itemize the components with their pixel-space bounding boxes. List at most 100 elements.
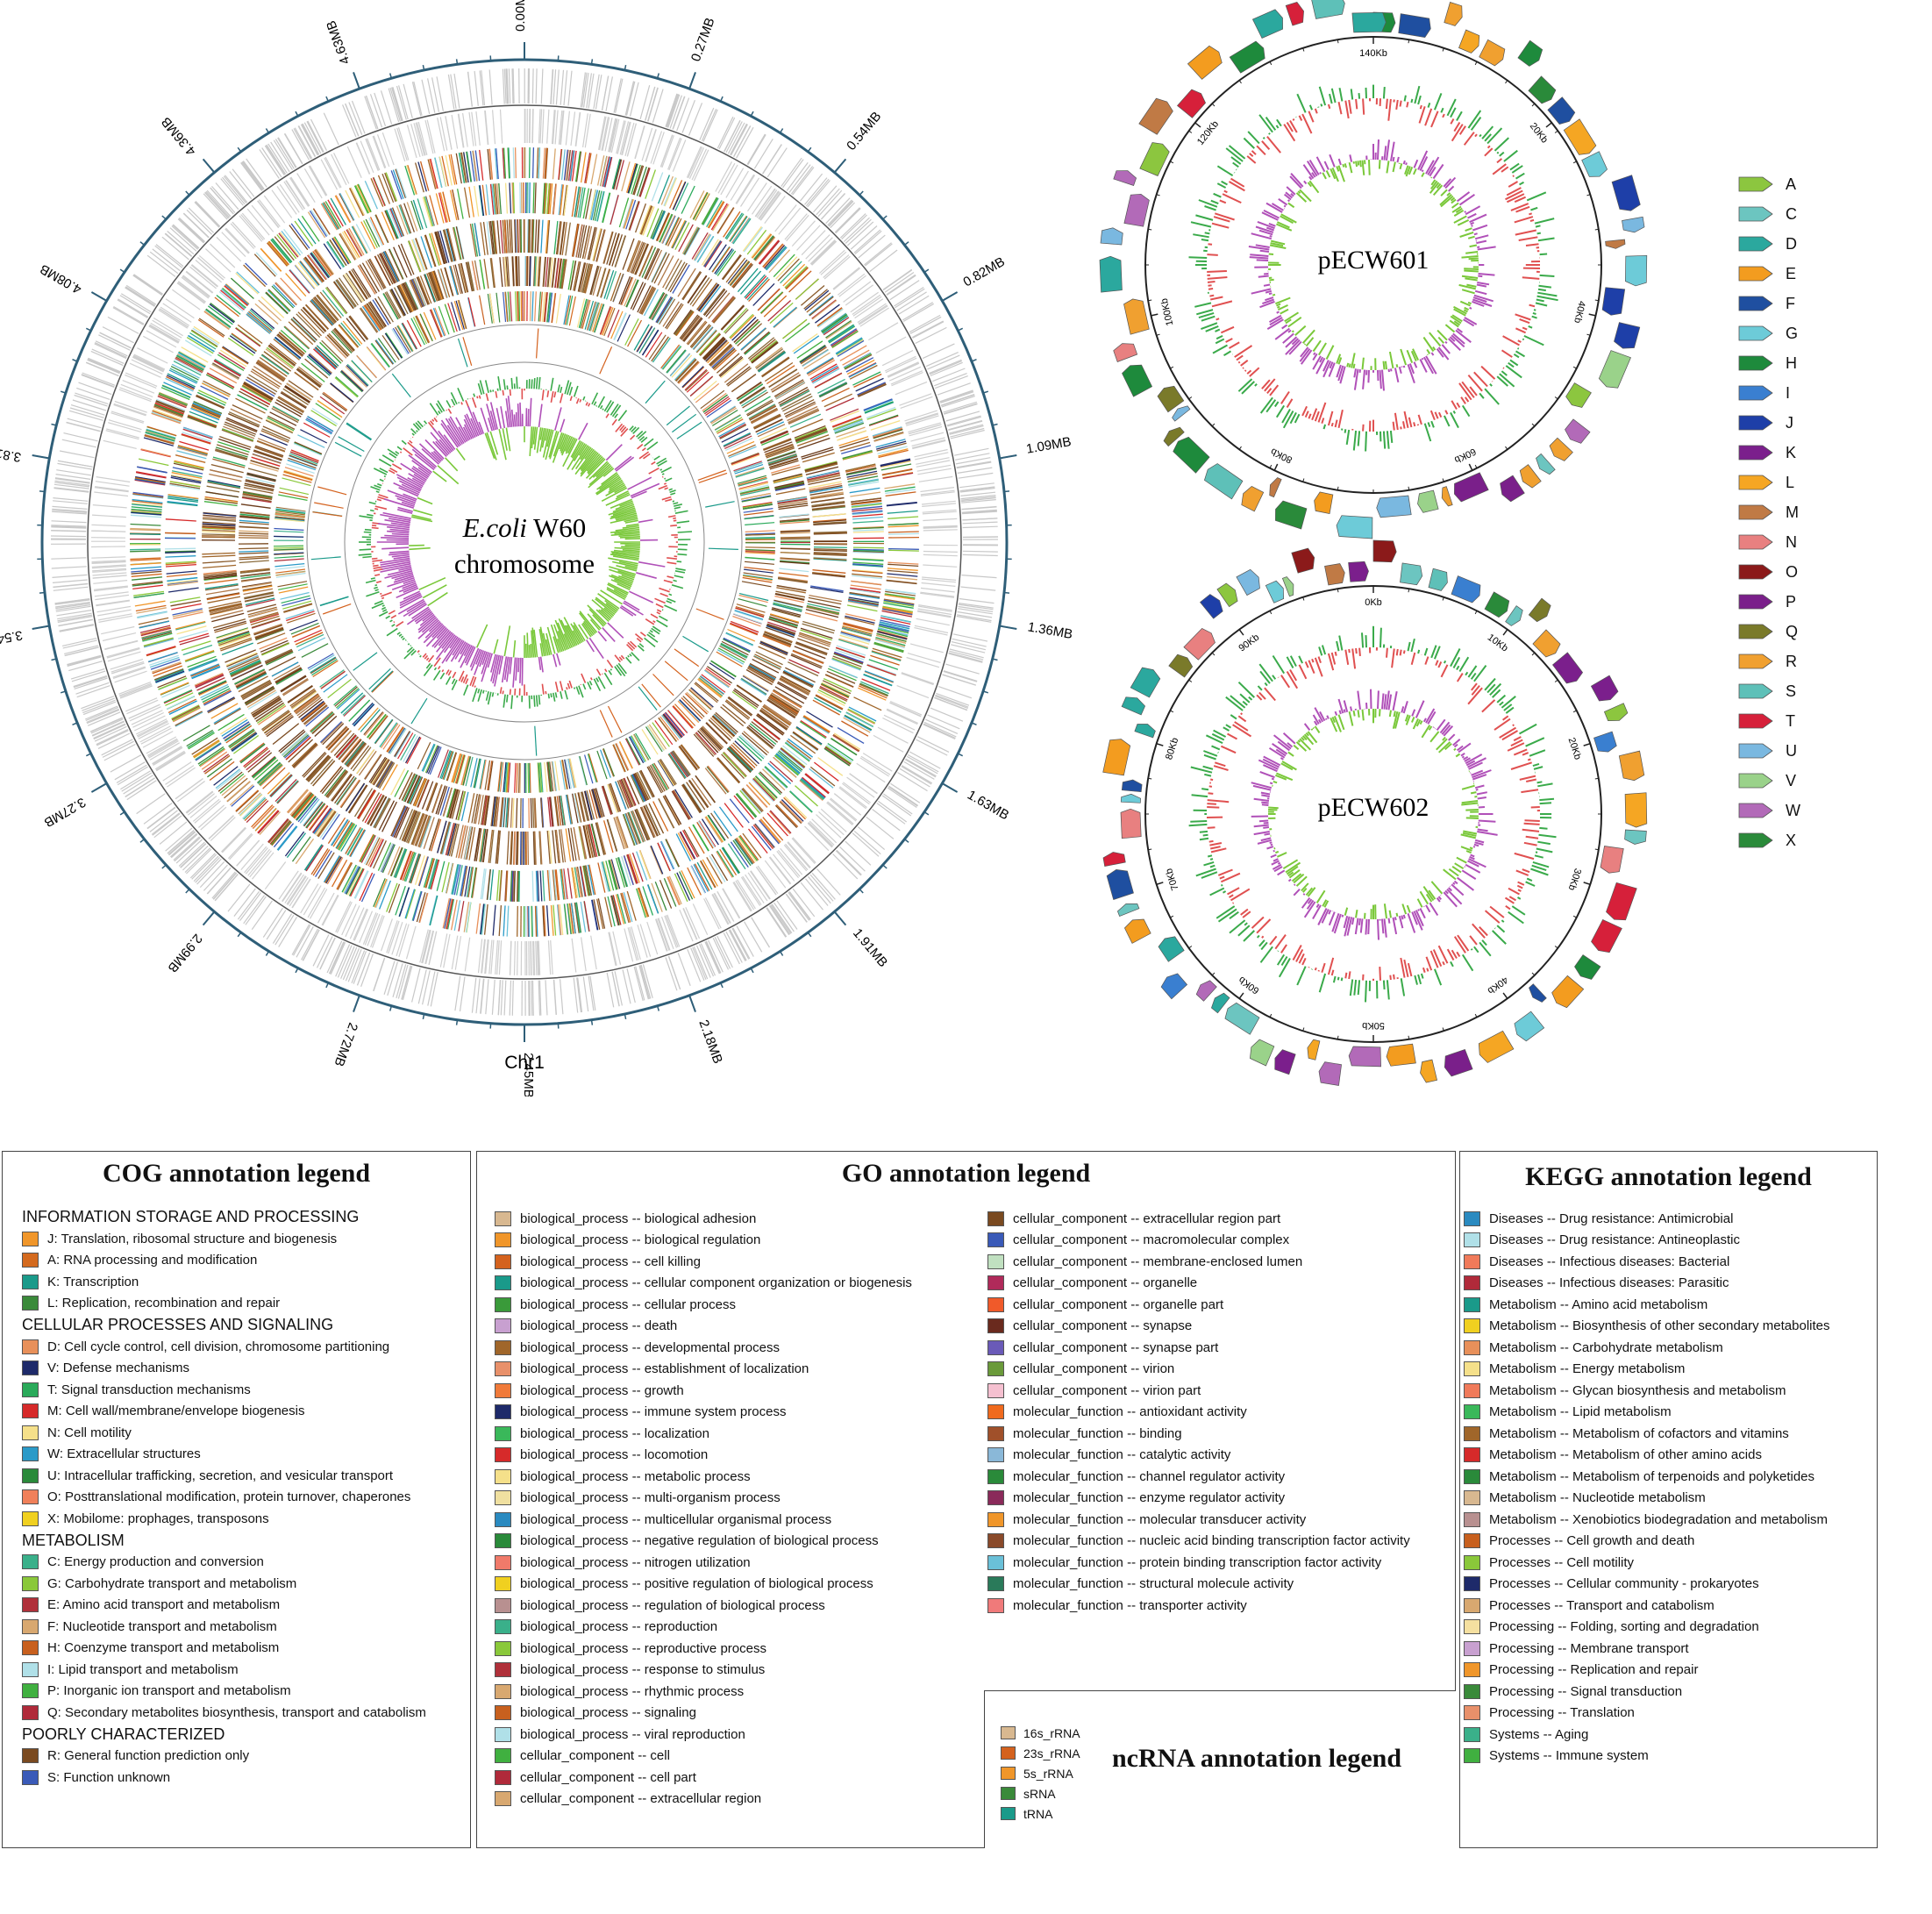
chromosome-gene-mark <box>785 843 809 871</box>
chromosome-gene-mark <box>624 928 634 962</box>
chromosome-gene-mark <box>962 521 998 525</box>
chromosome-cog-mark <box>674 182 689 211</box>
chromosome-go-mark <box>659 758 677 785</box>
chromosome-gene-mark <box>53 586 89 591</box>
chromosome-gene-mark <box>829 798 857 822</box>
chromosome-cog-mark <box>193 325 220 344</box>
chromosome-gene-mark <box>539 109 543 144</box>
chromosome-cog-mark <box>489 183 495 215</box>
chromosome-cog-mark <box>166 375 196 389</box>
chromosome-gene-mark <box>114 400 147 413</box>
chromosome-gene-mark <box>688 147 705 180</box>
chromosome-gene-mark <box>888 785 919 806</box>
chromosome-go-mark <box>679 746 698 770</box>
chromosome-go-mark <box>813 558 847 561</box>
chromosome-gene-mark <box>948 420 983 431</box>
chromosome-cog-mark <box>852 564 884 568</box>
chromosome-gene-mark <box>716 891 735 922</box>
chromosome-go-mark <box>437 269 448 298</box>
chromosome-gene-mark <box>573 977 579 1013</box>
chromosome-go-mark <box>269 411 297 426</box>
chromosome-go-mark <box>469 224 477 257</box>
chromosome-go-mark <box>377 761 395 789</box>
chromosome-go-mark <box>282 734 310 758</box>
chromosome-gene-mark <box>782 159 804 189</box>
chromosome-cog-mark <box>346 229 362 257</box>
chromosome-go-mark <box>446 228 455 262</box>
chromosome-gene-mark <box>193 855 219 882</box>
chromosome-gene-mark <box>129 362 161 378</box>
chromosome-gene-mark <box>351 950 366 984</box>
chromosome-go-mark <box>588 824 598 857</box>
chromosome-go-mark <box>729 313 754 339</box>
chromosome-gene-mark <box>883 793 913 815</box>
chromosome-go-mark <box>475 828 482 861</box>
chromosome-gene-mark <box>811 872 836 900</box>
chromosome-gene-mark <box>57 612 92 620</box>
chromosome-go-mark <box>374 255 391 286</box>
chromosome-cog-mark <box>752 824 774 850</box>
chromosome-minor-tick <box>139 839 146 843</box>
chromosome-cog-mark <box>840 632 871 642</box>
chromosome-cog-mark <box>168 698 196 713</box>
chromosome-cog-mark <box>817 757 844 776</box>
chromosome-cog-mark <box>887 510 918 514</box>
chromosome-go-mark <box>545 257 549 288</box>
chromosome-cog-mark <box>465 902 472 933</box>
chromosome-go-mark <box>555 221 561 255</box>
chromosome-gene-mark <box>631 926 641 961</box>
chromosome-gene-mark <box>75 392 109 405</box>
chromosome-cog-mark <box>134 479 166 486</box>
chromosome-go-mark <box>648 766 664 793</box>
chromosome-gene-mark <box>94 487 129 493</box>
chromosome-cog-mark <box>880 461 911 468</box>
chromosome-gene-mark <box>858 304 888 325</box>
chromosome-gene-mark <box>187 793 215 816</box>
chromosome-cog-mark <box>696 821 714 849</box>
chromosome-cog-mark <box>852 569 883 575</box>
chromosome-cog-mark <box>762 817 784 841</box>
chromosome-cog-mark <box>187 415 217 427</box>
chromosome-go-mark <box>514 219 517 254</box>
chromosome-cog-mark <box>442 191 451 222</box>
chromosome-gene-mark <box>731 928 750 960</box>
chromosome-gene-mark <box>53 487 89 492</box>
chromosome-cog-mark <box>195 673 224 687</box>
chromosome-go-mark <box>771 608 801 618</box>
chromosome-go-mark <box>788 410 820 425</box>
chromosome-go-mark <box>301 362 325 382</box>
chromosome-go-mark <box>419 816 432 848</box>
chromosome-tick-label: 3.81MB <box>0 442 22 465</box>
chromosome-go-mark <box>591 823 601 857</box>
chromosome-go-mark <box>588 227 598 261</box>
chromosome-go-mark <box>239 550 269 553</box>
chromosome-go-mark <box>592 266 602 296</box>
chromosome-go-mark <box>737 382 762 400</box>
chromosome-gene-mark <box>425 930 435 965</box>
chromosome-cog-mark <box>885 491 916 497</box>
chromosome-gene-mark <box>225 175 248 204</box>
chromosome-cog-mark <box>459 865 467 896</box>
chromosome-go-mark <box>474 827 481 861</box>
chromosome-gene-mark <box>239 215 263 242</box>
chromosome-gene-mark <box>148 740 179 759</box>
chromosome-gene-mark <box>360 953 374 988</box>
chromosome-gene-mark <box>94 343 127 360</box>
chromosome-gene-mark <box>103 743 136 761</box>
chromosome-cog-mark <box>258 810 280 834</box>
chromosome-gene-mark <box>865 243 893 267</box>
chromosome-go-mark <box>764 632 793 644</box>
chromosome-go-mark <box>649 292 666 319</box>
chromosome-gene-mark <box>71 670 106 682</box>
chromosome-go-mark <box>308 354 332 375</box>
chromosome-go-mark <box>545 220 551 254</box>
chromosome-gene-mark <box>943 670 978 682</box>
chromosome-go-mark <box>305 706 330 727</box>
chromosome-gene-mark <box>828 200 854 227</box>
chromosome-gene-mark <box>823 254 850 278</box>
chromosome-cog-mark <box>615 894 625 925</box>
chromosome-cog-mark <box>205 374 234 389</box>
chromosome-cog-mark <box>467 867 474 898</box>
chromosome-cog-mark <box>759 771 783 794</box>
chromosome-cog-mark <box>596 898 604 930</box>
